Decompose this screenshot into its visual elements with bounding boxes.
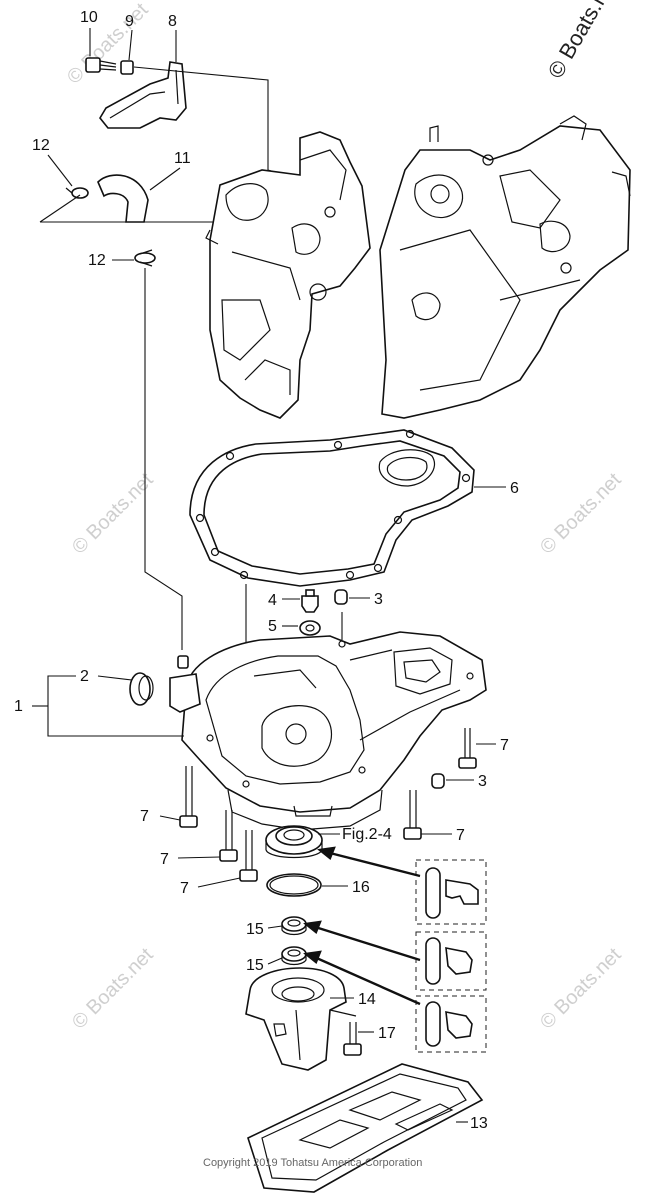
seal-detail-box-1 <box>415 859 487 925</box>
dowel-pin-part-3-bottom <box>431 773 445 789</box>
callout-15-lower: 15 <box>246 957 264 974</box>
hose-part-11 <box>97 174 149 223</box>
seal-part-2 <box>129 672 154 706</box>
watermark-right-1: © Boats.net <box>536 469 626 559</box>
callout-11: 11 <box>174 150 191 167</box>
seal-assembly-fig-2-4 <box>265 825 323 859</box>
crankcase-housing <box>169 631 487 831</box>
manifold-right <box>379 115 631 419</box>
fitting-part-4 <box>301 589 319 613</box>
callout-2: 2 <box>80 668 89 685</box>
callout-6: 6 <box>510 480 519 497</box>
copyright-notice: Copyright 2019 Tohatsu America Corporati… <box>203 1157 422 1169</box>
dowel-pin-part-3-top <box>334 589 348 605</box>
bolt-part-7-center-left <box>219 810 238 862</box>
gasket-part-13 <box>247 1063 484 1193</box>
oil-seal-part-15-upper <box>281 916 307 936</box>
manifold-left <box>205 131 371 419</box>
callout-7-center: 7 <box>180 880 189 897</box>
bolt-part-7-right-upper <box>458 728 477 769</box>
watermark-left-2: © Boats.net <box>68 944 158 1034</box>
o-ring-part-16 <box>266 873 322 897</box>
oil-seal-part-15-lower <box>281 946 307 966</box>
washer-part-5 <box>299 620 321 636</box>
clip-part-12-bottom <box>134 249 156 267</box>
seal-housing-part-14 <box>245 967 357 1071</box>
callout-10: 10 <box>80 9 98 26</box>
arrow-to-detail-1 <box>317 846 421 878</box>
callout-5: 5 <box>268 618 277 635</box>
callout-14: 14 <box>358 991 376 1008</box>
watermark-top-right: © Boats.n <box>543 0 613 83</box>
callout-9: 9 <box>125 13 134 30</box>
callout-3-top: 3 <box>374 591 383 608</box>
watermark-top-left: © Boats.net <box>63 0 153 89</box>
callout-7-right-upper: 7 <box>500 737 509 754</box>
bolt-part-7-center <box>239 830 258 882</box>
callout-8: 8 <box>168 13 177 30</box>
bolt-part-10 <box>85 57 117 73</box>
collar-part-9 <box>120 60 134 75</box>
bolt-part-7-left <box>179 766 198 828</box>
arrow-to-detail-3 <box>303 950 421 1006</box>
figure-reference-label: Fig.2-4 <box>342 826 392 843</box>
callout-16: 16 <box>352 879 370 896</box>
seal-detail-box-3 <box>415 995 487 1053</box>
callout-12-bottom: 12 <box>88 252 106 269</box>
callout-4: 4 <box>268 592 277 609</box>
gasket-part-6 <box>189 429 475 587</box>
callout-7-center-left: 7 <box>160 851 169 868</box>
callout-7-left: 7 <box>140 808 149 825</box>
callout-12-top: 12 <box>32 137 50 154</box>
bolt-part-17 <box>343 1022 362 1056</box>
callout-7-right-lower: 7 <box>456 827 465 844</box>
arrow-to-detail-2 <box>303 920 421 962</box>
callout-15-upper: 15 <box>246 921 264 938</box>
watermark-right-2: © Boats.net <box>536 944 626 1034</box>
callout-17: 17 <box>378 1025 396 1042</box>
clip-part-12-top <box>65 187 89 199</box>
seal-detail-box-2 <box>415 931 487 991</box>
callout-3-bottom: 3 <box>478 773 487 790</box>
bolt-part-7-right-lower <box>403 790 422 840</box>
callout-13: 13 <box>470 1115 488 1132</box>
callout-1: 1 <box>14 698 23 715</box>
bracket-part-8 <box>99 61 187 129</box>
